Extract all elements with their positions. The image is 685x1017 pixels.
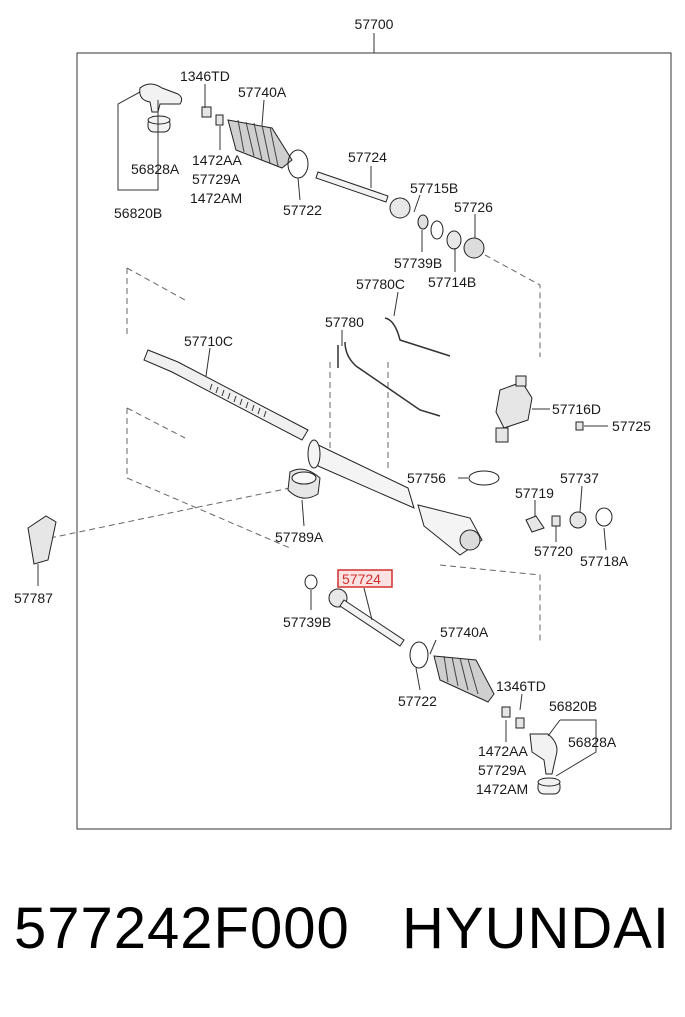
- label-57740a-upper: 57740A: [238, 84, 287, 100]
- valve-57716d: [495, 375, 584, 443]
- inner-tie-rod-upper: [315, 171, 485, 259]
- tie-rod-end-upper: [139, 83, 183, 133]
- label-57722-upper: 57722: [283, 202, 322, 218]
- pipes-57780: [337, 317, 451, 417]
- label-57715b: 57715B: [410, 180, 458, 196]
- bushing-57789a: [287, 468, 321, 499]
- label-56828a-upper: 56828A: [131, 161, 180, 177]
- tie-rod-end-lower: [529, 733, 561, 795]
- label-57729a-upper: 57729A: [192, 171, 241, 187]
- boot-57740a-lower: [409, 641, 495, 703]
- nut-1346td-lower: [501, 706, 525, 729]
- label-57739b-upper: 57739B: [394, 255, 442, 271]
- parts-diagram: 57700 1346TD 57740A 56828A 1472AA 57729A…: [14, 16, 672, 830]
- part-number: 577242F000: [14, 896, 350, 961]
- label-1472am-upper: 1472AM: [190, 190, 242, 206]
- seals-right: [525, 507, 613, 533]
- boot-57740a-upper: [227, 119, 309, 179]
- leader-lines: [117, 84, 608, 777]
- label-1346td-lower: 1346TD: [496, 678, 546, 694]
- bracket-57787: [27, 515, 57, 586]
- label-1472aa-lower: 1472AA: [478, 743, 528, 759]
- label-57780c: 57780C: [356, 276, 405, 292]
- label-57729a-lower: 57729A: [478, 762, 527, 778]
- highlight-box-57724: [337, 569, 393, 588]
- label-57719: 57719: [515, 485, 554, 501]
- nut-1346td-upper: [201, 106, 224, 126]
- label-57718a: 57718A: [580, 553, 629, 569]
- label-57737: 57737: [560, 470, 599, 486]
- label-57787: 57787: [14, 590, 53, 606]
- label-1472am-lower: 1472AM: [476, 781, 528, 797]
- gear-housing: [307, 439, 500, 556]
- label-57725: 57725: [612, 418, 651, 434]
- label-57710c: 57710C: [184, 333, 233, 349]
- label-57724-upper: 57724: [348, 149, 387, 165]
- inner-tie-rod-lower: [304, 574, 405, 647]
- label-56820b-lower: 56820B: [549, 698, 597, 714]
- label-1346td-upper: 1346TD: [180, 68, 230, 84]
- label-57780: 57780: [325, 314, 364, 330]
- label-57720: 57720: [534, 543, 573, 559]
- rack-57710c: [143, 349, 309, 441]
- label-57722-lower: 57722: [398, 693, 437, 709]
- label-57789a: 57789A: [275, 529, 324, 545]
- label-56828a-lower: 56828A: [568, 734, 617, 750]
- label-57726: 57726: [454, 199, 493, 215]
- label-57724-highlighted: 57724: [342, 571, 381, 587]
- label-57739b-lower: 57739B: [283, 614, 331, 630]
- label-57740a-lower: 57740A: [440, 624, 489, 640]
- dashed-guides: [49, 254, 541, 643]
- label-56820b-upper: 56820B: [114, 205, 162, 221]
- brand-name: HYUNDAI: [402, 896, 671, 961]
- label-57756: 57756: [407, 470, 446, 486]
- label-57714b: 57714B: [428, 274, 476, 290]
- label-1472aa-upper: 1472AA: [192, 152, 242, 168]
- label-57716d: 57716D: [552, 401, 601, 417]
- label-57700: 57700: [355, 16, 394, 32]
